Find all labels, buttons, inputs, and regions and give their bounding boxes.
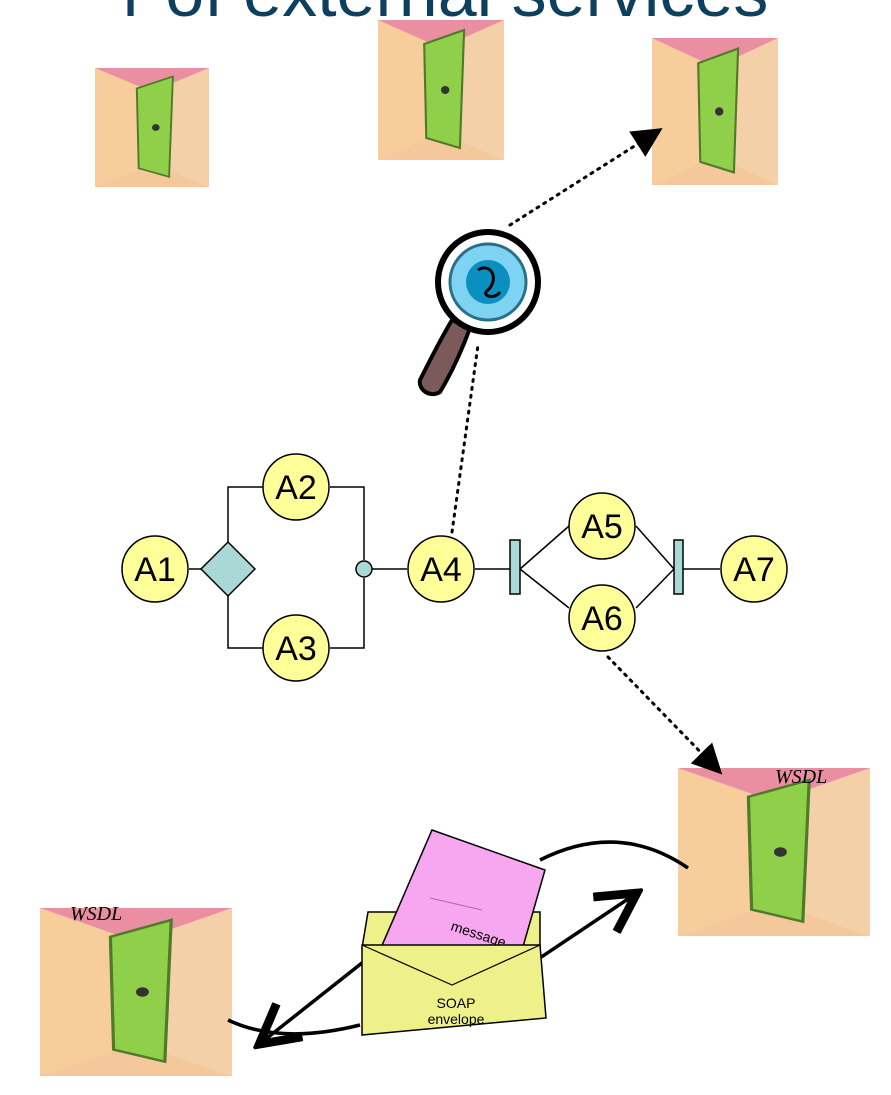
node-a3-label: A3: [275, 630, 317, 668]
envelope-label-line2: envelope: [428, 1011, 485, 1027]
discovery-dotted-line: [508, 128, 663, 227]
soap-envelope-front: SOAP envelope: [361, 944, 547, 1036]
node-a3: A3: [262, 614, 330, 682]
node-a4-label: A4: [420, 551, 462, 589]
node-a6: A6: [568, 584, 636, 652]
a4-discovery-dotted-line: [450, 343, 480, 534]
workflow-edges: [189, 486, 720, 649]
xor-gateway: [199, 540, 257, 598]
exchange-arrow-bottom: [227, 1018, 361, 1036]
node-a5-label: A5: [581, 508, 623, 546]
door-service-icon: [650, 36, 780, 187]
door-service-icon: [38, 906, 234, 1078]
node-a1-label: A1: [134, 551, 176, 589]
node-a2-label: A2: [275, 469, 317, 507]
node-a1: A1: [121, 535, 189, 603]
exchange-arrow-top: [539, 840, 689, 870]
node-a2: A2: [262, 453, 330, 521]
node-a5: A5: [568, 492, 636, 560]
envelope-label-line1: SOAP: [437, 995, 476, 1011]
wsdl-label-right: WSDL: [775, 766, 827, 788]
node-a6-label: A6: [581, 600, 623, 638]
magnifying-glass-icon: [417, 229, 541, 397]
a6-invocation-dotted-line: [606, 655, 723, 775]
node-a7: A7: [720, 535, 788, 603]
node-a4: A4: [407, 535, 475, 603]
door-service-icon: [376, 18, 506, 162]
door-service-icon: [94, 67, 210, 188]
and-join-bar: [673, 539, 684, 595]
wsdl-label-left: WSDL: [70, 903, 122, 925]
node-a7-label: A7: [733, 551, 775, 589]
door-service-icon: [676, 766, 872, 938]
merge-node: [355, 560, 373, 578]
and-split-bar: [509, 539, 521, 595]
